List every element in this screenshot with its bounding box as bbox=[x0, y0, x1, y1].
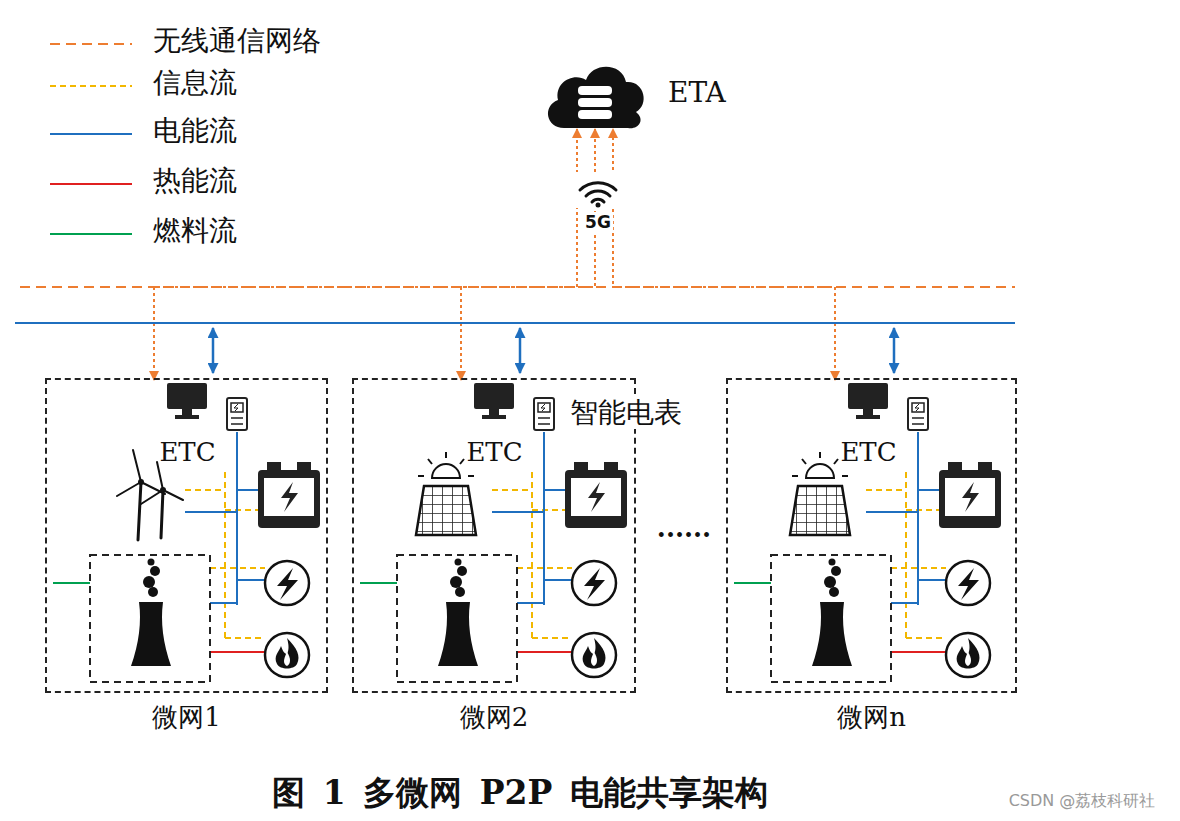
microgrid-devices bbox=[53, 328, 320, 682]
legend-line bbox=[50, 133, 132, 135]
legend-text: 无线通信网络 bbox=[153, 26, 321, 57]
wifi-icon bbox=[572, 172, 624, 208]
legend-text: 信息流 bbox=[153, 68, 237, 99]
wind-turbine bbox=[117, 450, 183, 540]
legend-text: 燃料流 bbox=[153, 216, 237, 247]
microgrid-box: ETC智能电表微网2 bbox=[352, 378, 636, 693]
wireless-bus bbox=[20, 286, 1015, 288]
legend-text: 热能流 bbox=[153, 166, 237, 197]
solar-panel bbox=[790, 452, 850, 535]
solar-panel bbox=[416, 452, 476, 535]
legend-line bbox=[48, 82, 134, 90]
network-label: 5G bbox=[583, 212, 613, 232]
legend-line bbox=[50, 43, 132, 45]
network-link bbox=[154, 129, 577, 380]
node-text: ETA bbox=[668, 78, 726, 109]
ellipsis: ...... bbox=[655, 513, 713, 543]
node-text: 微网2 bbox=[354, 703, 634, 732]
node-text: ETC bbox=[140, 438, 235, 467]
node-text: 微网n bbox=[728, 703, 1015, 732]
microgrid-box: ETC微网1 bbox=[45, 378, 328, 693]
microgrid-devices bbox=[734, 328, 1001, 682]
power-bus bbox=[15, 322, 1015, 324]
node-text: ETC bbox=[447, 438, 542, 467]
cloud-icon bbox=[540, 56, 650, 134]
legend-line bbox=[48, 230, 134, 238]
smart-meter: 智能电表 bbox=[532, 396, 694, 432]
network-link bbox=[461, 129, 595, 380]
legend-line bbox=[50, 233, 132, 235]
legend-line bbox=[48, 130, 134, 138]
node-text: 智能电表 bbox=[568, 398, 684, 429]
microgrid-devices bbox=[360, 328, 627, 682]
legend-line bbox=[50, 183, 132, 185]
node-text: ETC bbox=[821, 438, 916, 467]
figure-caption: 图 1 多微网 P2P 电能共享架构 bbox=[272, 771, 768, 816]
etc-terminal: ETC bbox=[821, 380, 916, 470]
legend-line bbox=[48, 180, 134, 188]
legend-text: 电能流 bbox=[153, 116, 237, 147]
legend-line bbox=[50, 85, 132, 87]
etc-terminal: ETC bbox=[447, 380, 542, 470]
microgrid-box: ETC微网n bbox=[726, 378, 1017, 693]
watermark: CSDN @荔枝科研社 bbox=[1007, 791, 1158, 812]
cloud-server: ETA bbox=[540, 56, 740, 134]
legend-line bbox=[48, 40, 134, 48]
network-link bbox=[613, 129, 835, 380]
etc-terminal: ETC bbox=[140, 380, 235, 470]
node-text: 微网1 bbox=[47, 703, 326, 732]
